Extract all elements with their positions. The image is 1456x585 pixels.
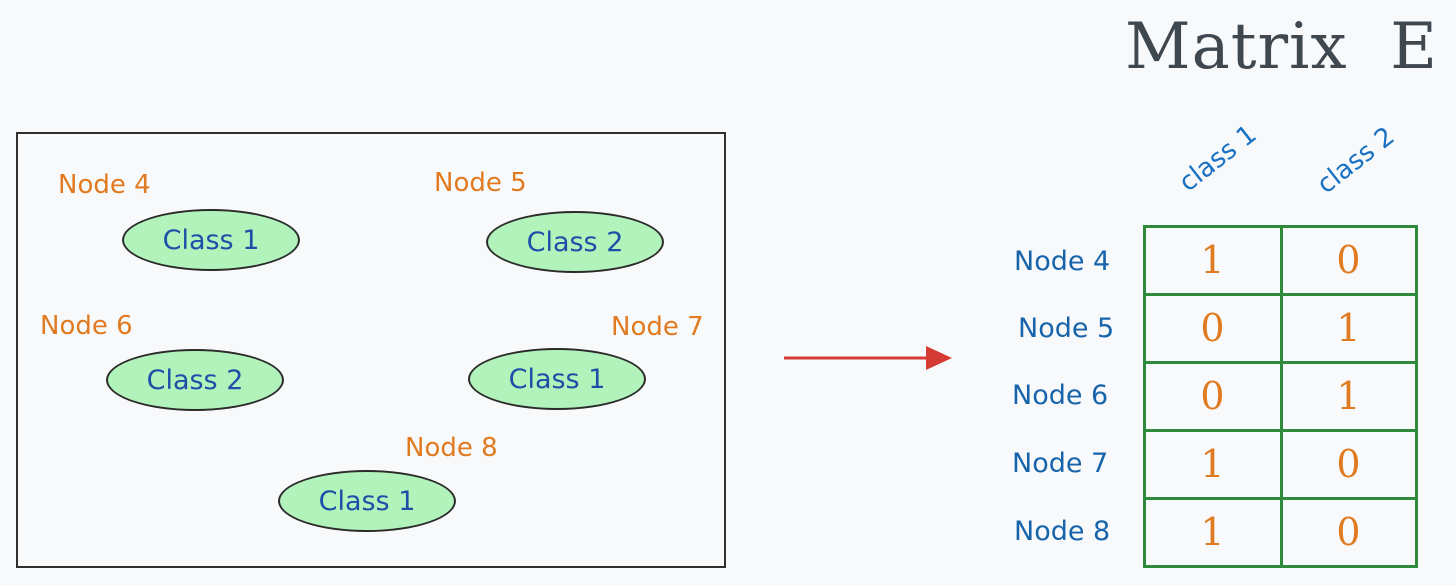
matrix-cell: 1: [1142, 428, 1283, 500]
arrow-head: [926, 346, 952, 370]
row-label-node-6: Node 6: [1012, 380, 1109, 411]
matrix-cell: 0: [1142, 292, 1283, 364]
class-label: Class 1: [318, 485, 416, 517]
class-ellipse-node-4: Class 1: [122, 209, 300, 271]
matrix-cell: 0: [1142, 360, 1283, 432]
matrix-cell: 1: [1142, 224, 1283, 296]
node-label-7: Node 7: [611, 312, 704, 342]
row-label-node-7: Node 7: [1012, 448, 1109, 479]
row-label-node-4: Node 4: [1014, 246, 1111, 277]
class-label: Class 1: [508, 363, 606, 395]
class-ellipse-node-8: Class 1: [278, 470, 456, 532]
column-header-class-2: class 2: [1311, 121, 1401, 200]
matrix-title: Matrix E: [1125, 10, 1438, 84]
matrix-cell: 1: [1142, 496, 1283, 568]
class-ellipse-node-7: Class 1: [468, 348, 646, 410]
class-label: Class 2: [526, 226, 624, 258]
matrix-cell: 1: [1279, 360, 1418, 432]
class-label: Class 1: [162, 224, 260, 256]
row-label-node-8: Node 8: [1014, 516, 1111, 547]
matrix-cell: 0: [1279, 496, 1418, 568]
class-label: Class 2: [146, 364, 244, 396]
node-graph-frame: [16, 132, 726, 568]
matrix-cell: 1: [1279, 292, 1418, 364]
class-ellipse-node-5: Class 2: [486, 211, 664, 273]
matrix-cell: 0: [1279, 428, 1418, 500]
node-label-8: Node 8: [405, 433, 498, 463]
matrix-cell: 0: [1279, 224, 1418, 296]
class-matrix-e: 1 0 0 1 0 1 1 0 1 0: [1142, 224, 1418, 568]
node-label-4: Node 4: [58, 170, 151, 200]
row-label-node-5: Node 5: [1018, 313, 1115, 344]
column-header-class-1: class 1: [1173, 119, 1263, 198]
class-ellipse-node-6: Class 2: [106, 349, 284, 411]
node-label-6: Node 6: [40, 311, 133, 341]
node-label-5: Node 5: [434, 168, 527, 198]
right-arrow-icon: [784, 346, 952, 370]
